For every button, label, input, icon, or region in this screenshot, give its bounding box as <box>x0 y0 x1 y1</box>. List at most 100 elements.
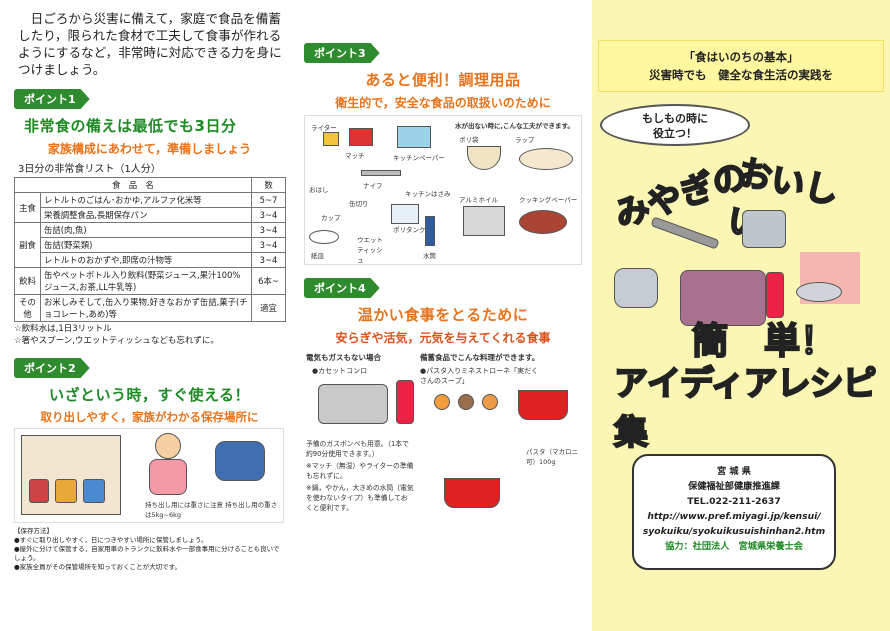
boiling-pot-shape <box>444 478 500 508</box>
vegetable-shape <box>434 394 450 410</box>
table-cell: レトルトのごはん･おかゆ,アルファ化米等 <box>40 192 252 208</box>
can-shape <box>83 479 105 503</box>
table-num: 6本~ <box>251 267 286 295</box>
tank-shape <box>391 204 419 224</box>
table-row: 飲料 缶やペットボトル入り飲料(野菜ジュース,果汁100%ジュース,お茶,LL牛… <box>14 267 286 295</box>
storage-illustration: 持ち出し用には重さに注意 持ち出し用の重さは5kg~6kg <box>14 428 284 523</box>
knife-shape <box>361 170 401 176</box>
stove-shape <box>680 270 766 326</box>
table-row: 副食 缶詰(肉,魚) 3~4 <box>14 222 286 268</box>
table-num: 3~4 <box>251 207 286 223</box>
table-notes: ☆飲料水は,1日3リットル ☆箸やスプーン,ウエットティッシュなども忘れずに。 <box>14 323 285 347</box>
left-panel: 日ごろから災害に備えて，家庭で食品を備蓄したり，限られた食材で工夫して食事が作れ… <box>0 0 295 631</box>
table-cell: 栄養調整食品,長期保存パン <box>40 207 252 223</box>
table-row: その他 お米しみそして,缶入り果物,好きなおかず缶詰,菓子(チョコレート,あめ)… <box>14 294 286 322</box>
shelf-shape <box>21 435 121 515</box>
table-cat: その他 <box>14 294 41 322</box>
tool-label: キッチンペーパー <box>393 154 445 162</box>
bottle-shape <box>425 216 435 246</box>
point4-subtitle: 安らぎや活気，元気を与えてくれる食事 <box>335 331 551 345</box>
point4-badge: ポイント4 <box>304 278 380 298</box>
point1-subtitle: 家族構成にあわせて，準備しましょう <box>47 142 252 156</box>
intro-text: 日ごろから災害に備えて，家庭で食品を備蓄したり，限られた食材で工夫して食事が作れ… <box>18 11 282 77</box>
table-header-num: 数 <box>251 177 286 193</box>
food-table: 食 品 名 数 主食 レトルトのごはん･おかゆ,アルファ化米等 5~7 栄養調整… <box>14 177 286 322</box>
point1-badge: ポイント1 <box>14 89 90 109</box>
person-shape <box>149 459 187 495</box>
contact-url[interactable]: syokuiku/syokuikusuishinhan2.htm <box>642 526 826 537</box>
tool-label: ナイフ <box>363 182 383 190</box>
contact-dept: 保健福祉部健康推進課 <box>688 481 780 492</box>
point2-badge: ポイント2 <box>14 358 90 378</box>
table-cell: お米しみそして,缶入り果物,好きなおかず缶詰,菓子(チョコレート,あめ)等 <box>40 294 252 322</box>
frypan-shape <box>519 210 567 234</box>
bubble-text: もしもの時に 役立つ！ <box>642 112 708 140</box>
pot-note: ※鍋，やかん，大きめの水筒（電気を使わないタイプ）も準備しておくと便利です。 <box>306 484 414 512</box>
table-row: 栄養調整食品,長期保存パン 3~4 <box>15 207 286 223</box>
stock-title: 備蓄食品でこんな料理ができます。 <box>420 353 540 362</box>
table-num: 3~4 <box>251 252 286 268</box>
tool-label: マッチ <box>345 152 365 160</box>
tool-label: ウエットティッシュ <box>357 236 383 264</box>
tool-label: キッチンはさみ <box>405 190 451 198</box>
table-cat: 副食 <box>14 222 41 268</box>
tool-label: ポリ袋 <box>459 136 479 144</box>
cover-banner: 「食はいのちの基本」 災害時でも 健全な食生活の実践を <box>598 40 884 92</box>
pasta-label: パスタ（マカロニ可）100g <box>526 448 578 466</box>
tool-label: アルミホイル <box>459 196 498 204</box>
match-note: ※マッチ（無湿）やライターの準備も忘れずに。 <box>306 462 414 480</box>
recipe-label: ●パスタ入りミネストローネ「実だくさんのスープ」 <box>420 367 539 385</box>
table-cat: 主食 <box>14 192 41 223</box>
table-num: 5~7 <box>251 192 286 208</box>
paper-roll-shape <box>397 126 431 148</box>
no-water-title: 水が出ない時に,こんな工夫ができます。 <box>455 122 574 130</box>
contact-org: 宮 城 県 <box>717 466 751 477</box>
table-cell: レトルトのおかずや,即席の汁物等 <box>40 252 252 268</box>
list-caption: 3日分の非常食リスト（1人分） <box>18 164 161 175</box>
frypan-shape <box>796 282 842 302</box>
tool-label: ラップ <box>515 136 535 144</box>
cooking-tools-illustration: ライター マッチ キッチンペーパー ナイフ おはし キッチンはさみ 缶切り カッ… <box>304 115 582 265</box>
point3-subtitle: 衛生的で，安全な食品の取扱いのために <box>335 96 551 110</box>
pot-shape <box>742 210 786 248</box>
contact-url[interactable]: http://www.pref.miyagi.jp/kensui/ <box>647 511 821 522</box>
table-num: 3~4 <box>251 237 286 253</box>
banner-line2: 災害時でも 健全な食生活の実践を <box>649 68 833 82</box>
vegetable-shape <box>482 394 498 410</box>
save-note: ●すぐに取り出しやすく，日につきやすい場所に保管しましょう。 <box>14 536 208 544</box>
save-notes: 【保存方法】 ●すぐに取り出しやすく，日につきやすい場所に保管しましょう。 ●屋… <box>14 527 285 572</box>
title-recipe: アイディアレシピ集 <box>613 363 878 454</box>
table-cell: 缶詰(野菜類) <box>40 237 252 253</box>
point2-title: いざという時，すぐ使える！ <box>48 386 251 404</box>
stove-shape <box>318 384 388 424</box>
foil-pot-shape <box>463 206 505 236</box>
note-utensils: ☆箸やスプーン,ウエットティッシュなども忘れずに。 <box>14 336 219 346</box>
bag-weight-label: 持ち出し用には重さに注意 持ち出し用の重さは5kg~6kg <box>145 501 278 519</box>
contact-tel: TEL.022-211-2637 <box>687 496 781 507</box>
gas-note: 予備のガスボンベも用意。（1本で約90分使用できます。） <box>306 440 409 458</box>
speech-bubble: もしもの時に 役立つ！ <box>600 104 750 146</box>
table-cell: 缶やペットボトル入り飲料(野菜ジュース,果汁100%ジュース,お茶,LL牛乳等) <box>40 267 252 295</box>
bowl-shape <box>467 146 501 170</box>
warm-meal-illustration: 電気もガスもない場合 ●カセットコンロ 予備のガスボンベも用意。（1本で約90分… <box>304 350 582 526</box>
plate-wrap-shape <box>519 148 573 170</box>
point1-title: 非常食の備えは最低でも3日分 <box>24 117 237 135</box>
table-row: 缶詰(野菜類) 3~4 <box>15 237 286 253</box>
can-shape <box>29 479 49 503</box>
point4-title: 温かい食事をとるために <box>357 306 529 324</box>
tool-label: 缶切り <box>349 200 369 208</box>
lighter-shape <box>323 132 339 146</box>
contact-coop: 協力：社団法人 宮城県栄養士会 <box>665 541 803 552</box>
save-note: ●屋外に分けて保管する，自家用車のトランクに飲料水や一部食事用に分けることも良い… <box>14 545 280 562</box>
tool-label: カップ <box>321 214 341 222</box>
plate-shape <box>309 230 339 244</box>
tool-label: クッキングペーパー <box>519 196 578 204</box>
save-method-title: 【保存方法】 <box>14 527 53 535</box>
title-kantan: 簡 単！ <box>691 320 837 363</box>
knife-shape <box>650 216 720 250</box>
save-note: ●家族全員がその保管場所を知っておくことが大切です。 <box>14 563 182 571</box>
table-cat: 飲料 <box>14 267 41 295</box>
note-water: ☆飲料水は,1日3リットル <box>14 324 112 334</box>
banner-line1: 「食はいのちの基本」 <box>683 50 799 64</box>
middle-panel: ポイント3 あると便利！調理用品 衛生的で，安全な食品の取扱いのために ライター… <box>298 0 588 631</box>
